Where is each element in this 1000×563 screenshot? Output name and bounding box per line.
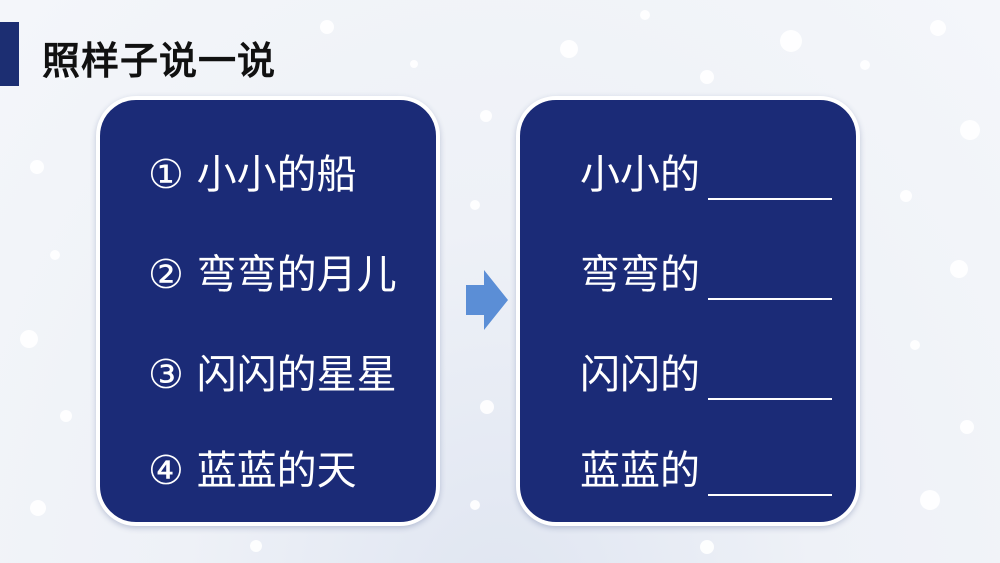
exercise-prefix: 弯弯的 bbox=[580, 252, 700, 298]
snow-dot bbox=[30, 160, 44, 174]
snow-dot bbox=[60, 410, 72, 422]
answer-blank[interactable] bbox=[708, 262, 832, 300]
exercise-item: 小小的 bbox=[580, 150, 832, 200]
answer-blank[interactable] bbox=[708, 458, 832, 496]
snow-dot bbox=[410, 60, 418, 68]
example-item: ② 弯弯的月儿 bbox=[148, 252, 397, 298]
snow-dot bbox=[20, 330, 38, 348]
snow-dot bbox=[60, 70, 70, 80]
snow-dot bbox=[860, 60, 870, 70]
example-item: ① 小小的船 bbox=[148, 152, 357, 198]
arrow-right-icon bbox=[466, 270, 508, 330]
snow-dot bbox=[640, 10, 650, 20]
snow-dot bbox=[780, 30, 802, 52]
answer-blank[interactable] bbox=[708, 162, 832, 200]
exercise-panel: 小小的 弯弯的 闪闪的 蓝蓝的 bbox=[516, 96, 860, 526]
exercise-item: 闪闪的 bbox=[580, 350, 832, 400]
snow-dot bbox=[320, 20, 334, 34]
example-item: ③ 闪闪的星星 bbox=[148, 352, 397, 398]
snow-dot bbox=[960, 420, 974, 434]
snow-dot bbox=[480, 110, 492, 122]
snow-dot bbox=[920, 490, 940, 510]
snow-dot bbox=[930, 20, 946, 36]
title-accent-bar bbox=[0, 22, 19, 86]
snow-dot bbox=[700, 540, 714, 554]
exercise-prefix: 蓝蓝的 bbox=[580, 448, 700, 494]
example-item: ④ 蓝蓝的天 bbox=[148, 448, 357, 494]
exercise-item: 弯弯的 bbox=[580, 250, 832, 300]
snow-dot bbox=[910, 340, 920, 350]
examples-panel: ① 小小的船 ② 弯弯的月儿 ③ 闪闪的星星 ④ 蓝蓝的天 bbox=[96, 96, 440, 526]
snow-dot bbox=[480, 400, 494, 414]
snow-dot bbox=[700, 70, 714, 84]
exercise-item: 蓝蓝的 bbox=[580, 446, 832, 496]
answer-blank[interactable] bbox=[708, 362, 832, 400]
snow-dot bbox=[250, 540, 262, 552]
snow-dot bbox=[560, 40, 578, 58]
snow-dot bbox=[960, 120, 980, 140]
snow-dot bbox=[950, 260, 968, 278]
snow-dot bbox=[470, 500, 480, 510]
snow-dot bbox=[470, 200, 480, 210]
snow-dot bbox=[900, 190, 912, 202]
exercise-prefix: 小小的 bbox=[580, 152, 700, 198]
slide-title: 照样子说一说 bbox=[42, 39, 277, 83]
exercise-prefix: 闪闪的 bbox=[580, 352, 700, 398]
snow-dot bbox=[50, 250, 60, 260]
snow-dot bbox=[30, 500, 46, 516]
